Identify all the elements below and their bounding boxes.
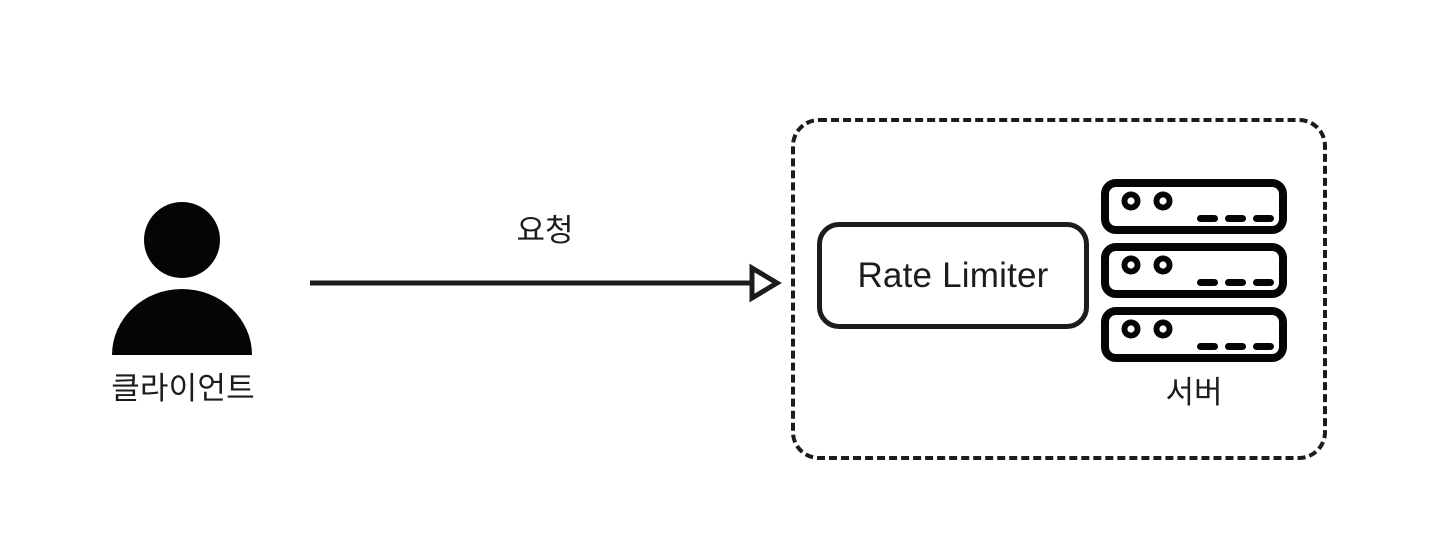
rate-limiter-box[interactable]: Rate Limiter	[817, 222, 1089, 329]
server-unit-2	[1101, 243, 1287, 298]
server-unit-3	[1101, 307, 1287, 362]
server-stack	[1101, 179, 1287, 363]
client-node: 클라이언트	[98, 195, 268, 420]
server-group: Rate Limiter	[791, 118, 1327, 460]
request-arrow-icon	[310, 263, 782, 303]
rate-limiter-label: Rate Limiter	[857, 255, 1049, 295]
server-label: 서버	[1165, 375, 1223, 410]
request-label: 요청	[516, 213, 574, 248]
request-flow: 요청	[300, 212, 790, 307]
person-icon	[112, 202, 252, 355]
server-unit-1	[1101, 179, 1287, 234]
client-label: 클라이언트	[111, 371, 255, 406]
